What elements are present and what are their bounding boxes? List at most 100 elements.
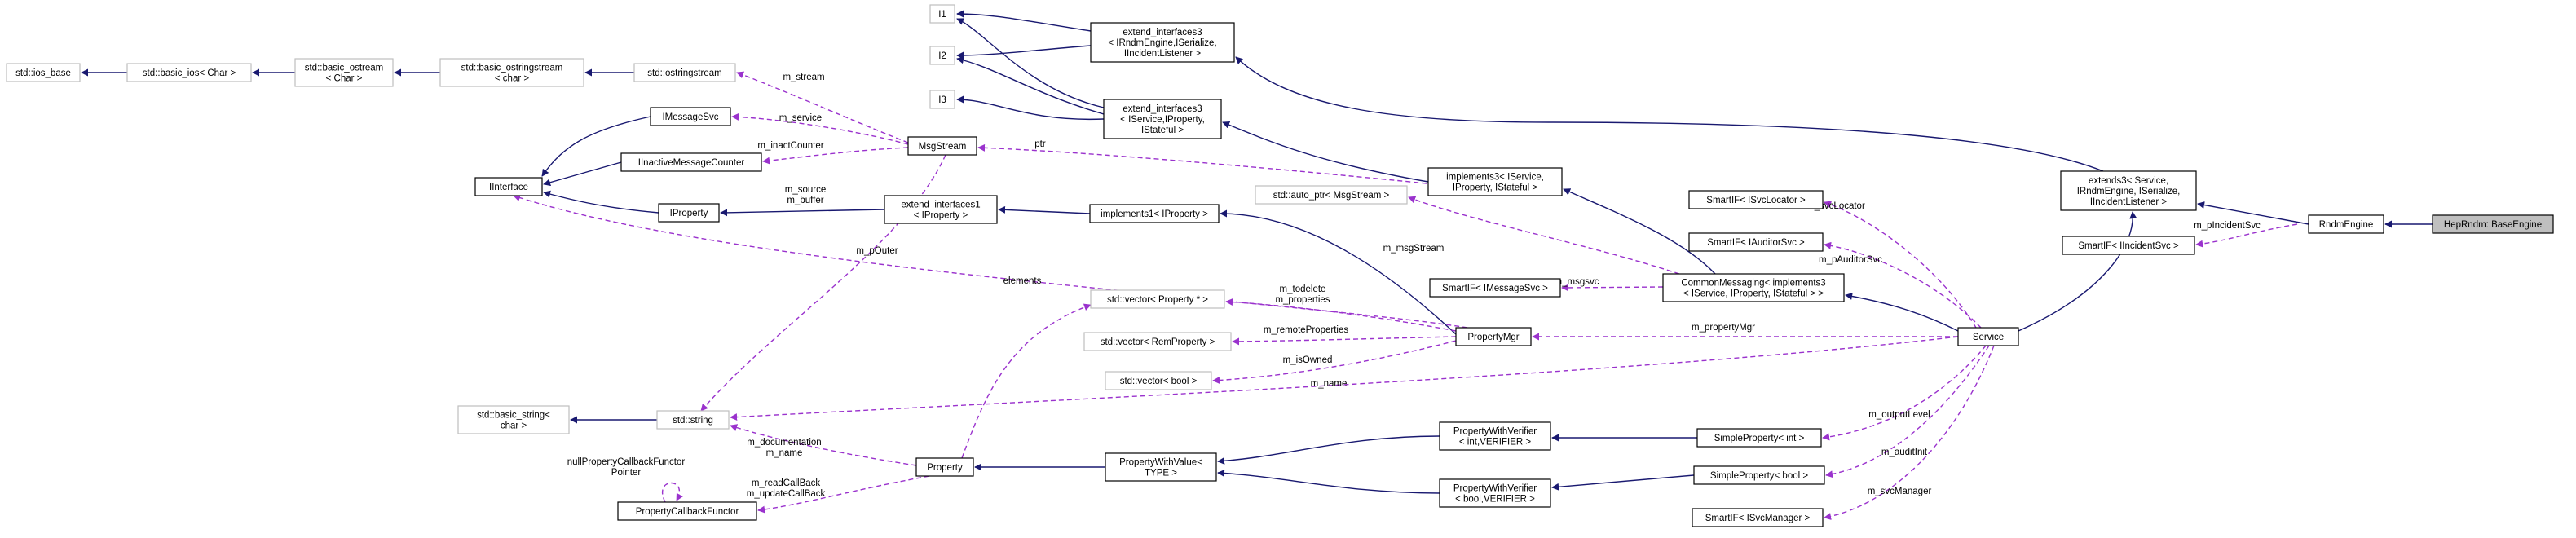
class-node-smartif-svclocator[interactable]: SmartIF< ISvcLocator > xyxy=(1688,190,1824,209)
edge-label-m-outputLevel: m_outputLevel xyxy=(1868,410,1930,420)
class-box[interactable] xyxy=(1105,371,1212,390)
class-node-propwithvalue[interactable]: PropertyWithValue<TYPE > xyxy=(1105,452,1217,482)
class-node-string[interactable]: std::string xyxy=(656,410,730,430)
class-box[interactable] xyxy=(907,136,977,156)
class-node-vec-bool[interactable]: std::vector< bool > xyxy=(1105,371,1212,390)
class-node-rndmengine[interactable]: RndmEngine xyxy=(2308,214,2384,234)
class-node-commonmessaging[interactable]: CommonMessaging< implements3< IService, … xyxy=(1662,273,1845,302)
class-box[interactable] xyxy=(1105,452,1217,482)
class-node-smartif-incident[interactable]: SmartIF< IIncidentSvc > xyxy=(2062,236,2195,255)
class-node-ext1-prop[interactable]: extend_interfaces1< IProperty > xyxy=(884,195,998,224)
class-node-pcf[interactable]: PropertyCallbackFunctor xyxy=(617,501,757,521)
class-node-property[interactable]: Property xyxy=(915,457,974,477)
class-box[interactable] xyxy=(1103,99,1222,139)
usage-edge-50 xyxy=(661,482,683,503)
class-node-i1[interactable]: I1 xyxy=(929,4,955,24)
class-node-ext3-svc[interactable]: extend_interfaces3< IService,IProperty,I… xyxy=(1103,99,1222,139)
class-node-basic-ostringstream[interactable]: std::basic_ostringstream< char > xyxy=(439,58,584,87)
class-box[interactable] xyxy=(1692,508,1824,527)
class-box[interactable] xyxy=(2060,170,2197,211)
usage-edge-39 xyxy=(961,303,1092,459)
class-box[interactable] xyxy=(2308,214,2384,234)
class-name: IInactiveMessageCounter xyxy=(638,158,745,168)
class-box[interactable] xyxy=(1455,327,1532,346)
class-box[interactable] xyxy=(1688,232,1824,252)
class-node-i2[interactable]: I2 xyxy=(929,46,955,65)
class-node-impl3[interactable]: implements3< IService,IProperty, IStatef… xyxy=(1427,167,1563,196)
class-box[interactable] xyxy=(1083,332,1232,351)
class-box[interactable] xyxy=(1439,421,1551,451)
class-box[interactable] xyxy=(1427,167,1563,196)
class-box[interactable] xyxy=(617,501,757,521)
class-node-ostringstream[interactable]: std::ostringstream xyxy=(633,63,736,82)
class-box[interactable] xyxy=(929,90,955,109)
class-node-service[interactable]: Service xyxy=(1957,327,2019,346)
class-node-ios-base[interactable]: std::ios_base xyxy=(6,63,81,82)
class-node-propertymgr[interactable]: PropertyMgr xyxy=(1455,327,1532,346)
class-node-basic-string[interactable]: std::basic_string<char > xyxy=(457,405,570,434)
class-node-sp-bool[interactable]: SimpleProperty< bool > xyxy=(1693,465,1825,485)
class-box[interactable] xyxy=(650,107,731,126)
class-node-pwv-int[interactable]: PropertyWithVerifier< int,VERIFIER > xyxy=(1439,421,1551,451)
class-box[interactable] xyxy=(1089,204,1220,223)
class-node-smartif-svcmgr[interactable]: SmartIF< ISvcManager > xyxy=(1692,508,1824,527)
class-box[interactable] xyxy=(1429,278,1561,298)
class-name: IMessageSvc xyxy=(662,112,718,122)
class-node-baseengine[interactable]: HepRndm::BaseEngine xyxy=(2432,214,2554,234)
class-box[interactable] xyxy=(1090,22,1235,63)
class-node-iinterface[interactable]: IInterface xyxy=(474,177,543,196)
class-node-ext3-rndm[interactable]: extend_interfaces3< IRndmEngine,ISeriali… xyxy=(1090,22,1235,63)
class-name: HepRndm::BaseEngine xyxy=(2444,220,2542,230)
class-box[interactable] xyxy=(658,203,720,223)
class-box[interactable] xyxy=(1662,273,1845,302)
class-box[interactable] xyxy=(1696,428,1822,448)
class-node-extends3[interactable]: extends3< Service,IRndmEngine, ISerializ… xyxy=(2060,170,2197,211)
class-box[interactable] xyxy=(1688,190,1824,209)
class-box[interactable] xyxy=(2432,214,2554,234)
class-node-msgstream[interactable]: MsgStream xyxy=(907,136,977,156)
class-node-iproperty[interactable]: IProperty xyxy=(658,203,720,223)
class-box[interactable] xyxy=(6,63,81,82)
class-box[interactable] xyxy=(656,410,730,430)
class-box[interactable] xyxy=(126,63,252,82)
class-node-i3[interactable]: I3 xyxy=(929,90,955,109)
class-node-vec-remprop[interactable]: std::vector< RemProperty > xyxy=(1083,332,1232,351)
usage-edge-46 xyxy=(1825,345,1990,478)
class-box[interactable] xyxy=(620,152,762,172)
usage-edge-29 xyxy=(731,112,909,145)
class-box[interactable] xyxy=(2062,236,2195,255)
class-box[interactable] xyxy=(457,405,570,434)
class-node-iinactivemessagecounter[interactable]: IInactiveMessageCounter xyxy=(620,152,762,172)
class-box[interactable] xyxy=(439,58,584,87)
edge-label-m-remoteProperties: m_remoteProperties xyxy=(1264,325,1348,335)
class-box[interactable] xyxy=(294,58,394,87)
inheritance-edge-13 xyxy=(720,209,885,217)
class-box[interactable] xyxy=(1439,478,1551,508)
class-node-basic-ios[interactable]: std::basic_ios< Char > xyxy=(126,63,252,82)
class-name: IProperty xyxy=(670,209,708,218)
class-node-basic-ostream[interactable]: std::basic_ostream< Char > xyxy=(294,58,394,87)
class-box[interactable] xyxy=(1693,465,1825,485)
class-node-vec-prop[interactable]: std::vector< Property * > xyxy=(1090,289,1225,309)
class-box[interactable] xyxy=(929,4,955,24)
class-node-smartif-auditor[interactable]: SmartIF< IAuditorSvc > xyxy=(1688,232,1824,252)
class-name: extends3< Service,IRndmEngine, ISerializ… xyxy=(2077,176,2181,207)
class-box[interactable] xyxy=(633,63,736,82)
class-box[interactable] xyxy=(915,457,974,477)
class-box[interactable] xyxy=(1957,327,2019,346)
class-box[interactable] xyxy=(1090,289,1225,309)
class-box[interactable] xyxy=(474,177,543,196)
inheritance-edge-18 xyxy=(2018,211,2137,332)
class-box[interactable] xyxy=(929,46,955,65)
class-node-sp-int[interactable]: SimpleProperty< int > xyxy=(1696,428,1822,448)
usage-edge-30 xyxy=(762,147,909,165)
class-node-auto-ptr[interactable]: std::auto_ptr< MsgStream > xyxy=(1255,185,1408,205)
class-node-impl1-prop[interactable]: implements1< IProperty > xyxy=(1089,204,1220,223)
class-box[interactable] xyxy=(1255,185,1408,205)
class-node-imessagesvc[interactable]: IMessageSvc xyxy=(650,107,731,126)
class-node-pwv-bool[interactable]: PropertyWithVerifier< bool,VERIFIER > xyxy=(1439,478,1551,508)
class-node-smartif-msgsvc[interactable]: SmartIF< IMessageSvc > xyxy=(1429,278,1561,298)
usage-edge-47 xyxy=(1824,345,1995,520)
class-name: SmartIF< IMessageSvc > xyxy=(1442,284,1548,293)
class-box[interactable] xyxy=(884,195,998,224)
